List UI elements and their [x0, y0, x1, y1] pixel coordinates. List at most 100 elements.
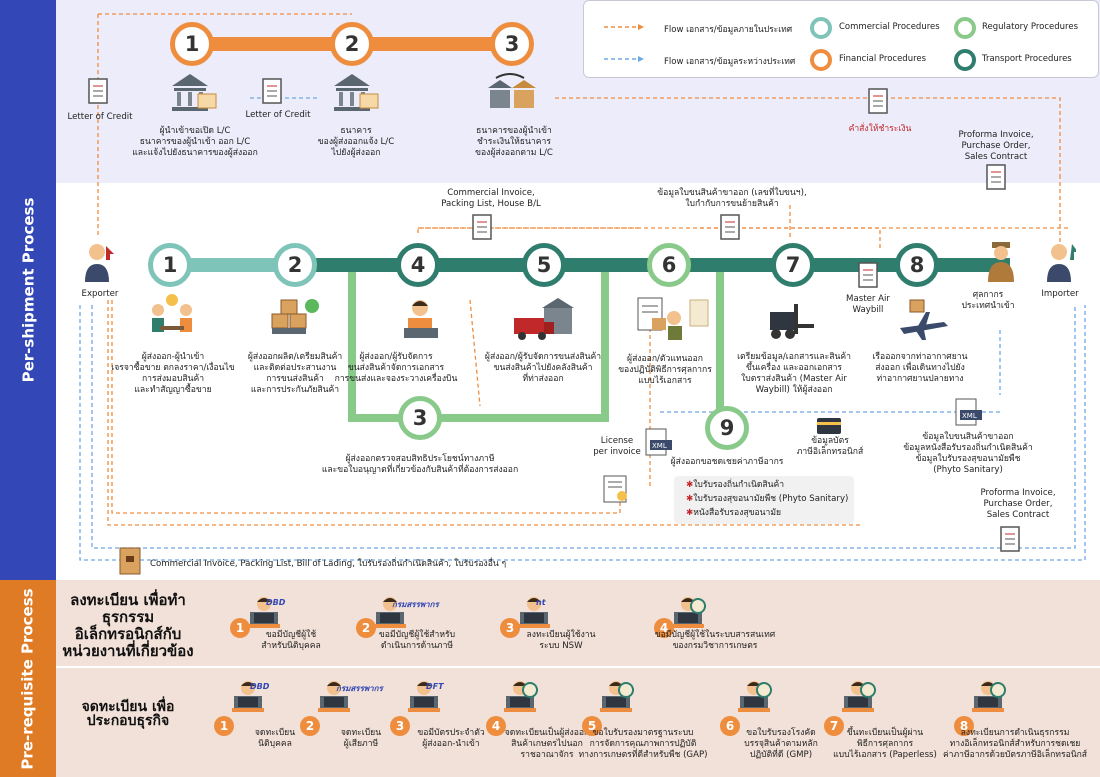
warehouse-truck-icon: [514, 298, 574, 340]
document-icon: [1000, 526, 1020, 552]
legend-commercial: Commercial Procedures: [839, 22, 940, 32]
importer-label: Importer: [1041, 289, 1079, 299]
agency-logo: DBD: [266, 598, 286, 607]
prereq-text: ขึ้นทะเบียนเป็นผู้ผ่าน พิธีการศุลกากร แบ…: [833, 728, 937, 760]
user-icon-wrap: [314, 680, 354, 718]
customs-clearance-icon: [637, 297, 709, 340]
proforma-top: Proforma Invoice, Purchase Order, Sales …: [958, 130, 1034, 162]
financial-step-1-circle: 1: [170, 22, 214, 66]
office-worker-icon: [404, 300, 438, 338]
shipment-step-1-circle: 1: [148, 243, 192, 287]
shipment-step-6-circle: 6: [647, 243, 691, 287]
cert-sanitary: ✱หนังสือรับรองสุขอนามัย: [686, 508, 782, 518]
prereq-row2-title: จดทะเบียน เพื่อประกอบธุรกิจ: [81, 699, 175, 729]
prereq-text: ขอมีบัญชีผู้ใช้ในระบบสารสนเทศ ของกรมวิชา…: [654, 630, 776, 651]
shipment-step-7-circle: 7: [771, 243, 815, 287]
prereq-number: 7: [824, 716, 844, 736]
license-label: License per invoice: [593, 436, 641, 457]
legend-domestic: Flow เอกสาร/ข้อมูลภายในประเทศ: [664, 25, 793, 35]
prereq-number: 3: [500, 618, 520, 638]
shipment-step-3-circle: 3: [398, 396, 442, 440]
svg-text:XML: XML: [962, 412, 977, 420]
xml-file-icon: XML: [955, 398, 982, 426]
agency-logo: กรมสรรพากร: [336, 684, 383, 693]
agency-logo: [522, 682, 538, 698]
bottom-row-divider: [56, 666, 1100, 668]
user-icon-wrap: [370, 596, 410, 634]
document-icon: [472, 214, 492, 240]
shipment-step-1-text: ผู้ส่งออก-ผู้นำเข้า เจรจาซื้อขาย ตกลงราค…: [111, 352, 235, 395]
shipment-step-7-text: เตรียมข้อมูล/เอกสารและสินค้า ขึ้นเครื่อง…: [737, 352, 851, 395]
tax-card-icon: [817, 418, 841, 434]
user-icon-wrap: [514, 596, 554, 634]
computer-user-icon: [504, 681, 536, 712]
financial-step-1-text: ผู้นำเข้าขอเปิด L/C ธนาคารของผู้นำเข้า อ…: [132, 126, 258, 158]
airplane-icon: [900, 299, 948, 340]
export-data-label: ข้อมูลใบขนสินค้าขาออก ข้อมูลหนังสือรับรอ…: [903, 432, 1033, 475]
agency-logo: กรมสรรพากร: [392, 600, 439, 609]
legend: Flow เอกสาร/ข้อมูลภายในประเทศ Flow เอกสา…: [583, 0, 1099, 78]
xml-file-icon: XML: [645, 428, 672, 456]
shipment-step-2-circle: 2: [273, 243, 317, 287]
computer-user-icon: [248, 597, 280, 628]
prereq-text: ขอใบรับรองโรงคัด บรรจุสินค้าตามหลัก ปฏิบ…: [744, 728, 818, 760]
agency-logo: [618, 682, 634, 698]
legend-international: Flow เอกสาร/ข้อมูลระหว่างประเทศ: [664, 57, 796, 67]
shipment-step-8-circle: 8: [895, 243, 939, 287]
prereq-number: 8: [954, 716, 974, 736]
certificates-box: [674, 476, 854, 524]
agency-logo: [690, 598, 706, 614]
document-icon: [88, 78, 108, 104]
bottom-section-background: [56, 580, 1100, 777]
production-boxes-icon: [271, 299, 319, 334]
user-icon-wrap: [404, 680, 444, 718]
prereq-number: 4: [654, 618, 674, 638]
sidebar-per-shipment: Per-shipment Process: [0, 0, 56, 580]
negotiation-icon: [152, 294, 192, 332]
svg-text:XML: XML: [652, 442, 667, 450]
proforma-bottom: Proforma Invoice, Purchase Order, Sales …: [980, 488, 1056, 520]
bank-transfer-icon: [488, 73, 536, 108]
letter-of-credit-left: Letter of Credit: [67, 112, 133, 122]
shipment-step-8-text: เรือออกจากท่าอากาศยาน ส่งออก เพื่อเดินทา…: [872, 352, 968, 384]
shipment-step-4-circle: 4: [396, 243, 440, 287]
legend-transport: Transport Procedures: [982, 54, 1072, 64]
payment-order-label: คำสั่งให้ชำระเงิน: [848, 124, 912, 134]
computer-user-icon: [232, 681, 264, 712]
user-icon-wrap: [228, 680, 268, 718]
shipment-step-6-text: ผู้ส่งออก/ตัวแทนออก ของปฏิบัติพิธีการศุล…: [618, 354, 712, 386]
prereq-text: ขอมีบัตรประจำตัว ผู้ส่งออก-นำเข้า: [417, 728, 485, 749]
legend-financial-icon: [810, 49, 832, 71]
financial-step-2-circle: 2: [330, 22, 374, 66]
user-icon-wrap: [500, 680, 540, 718]
cert-phyto-text: ใบรับรองสุขอนามัยพืช (Phyto Sanitary): [693, 494, 849, 504]
customs-officer-icon: [988, 242, 1014, 282]
financial-step-3-text: ธนาคารของผู้นำเข้า ชำระเงินให้ธนาคาร ของ…: [475, 126, 553, 158]
legend-flow-arrows: [604, 24, 644, 62]
prereq-text: ลงทะเบียนผู้ใช้งาน ระบบ NSW: [526, 630, 596, 651]
prereq-number: 5: [582, 716, 602, 736]
shipment-step-5-circle: 5: [522, 243, 566, 287]
computer-user-icon: [408, 681, 440, 712]
cert-origin: ✱ใบรับรองถิ่นกำเนิดสินค้า: [686, 480, 785, 490]
prereq-number: 6: [720, 716, 740, 736]
exporter-label: Exporter: [81, 289, 119, 299]
prereq-text: ลงทะเบียนการดำเนินธุรกรรม ทางอิเล็กทรอนิ…: [942, 728, 1088, 760]
cert-sanitary-text: หนังสือรับรองสุขอนามัย: [693, 508, 782, 518]
bank-icon: [172, 74, 217, 111]
document-folder-icon: [119, 547, 141, 575]
legend-financial: Financial Procedures: [839, 54, 927, 64]
agency-logo: nt: [536, 598, 546, 607]
computer-user-icon: [374, 597, 406, 628]
prereq-text: ขอใบรับรองมาตรฐานระบบ การจัดการคุณภาพการ…: [578, 728, 708, 760]
prereq-number: 1: [230, 618, 250, 638]
shipment-step-9-circle: 9: [705, 406, 749, 450]
computer-user-icon: [318, 681, 350, 712]
